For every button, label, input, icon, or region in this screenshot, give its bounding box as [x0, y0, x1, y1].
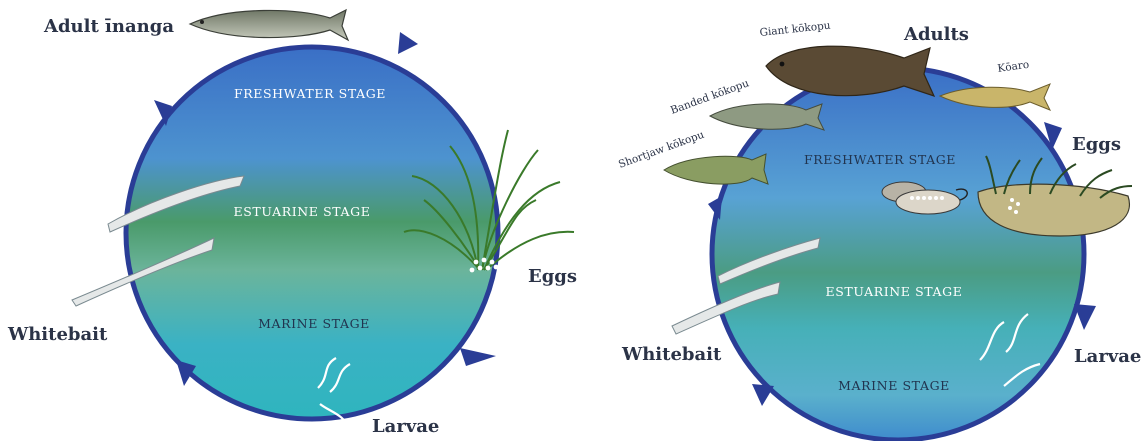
left-lifecycle: Adult īnanga FRESHWATER STAGE ESTUARINE … — [7, 10, 577, 437]
left-whitebait-label: Whitebait — [7, 324, 108, 345]
right-lifecycle: Adults Giant kōkopu Kōaro Banded kōkopu … — [617, 20, 1141, 440]
left-freshwater-stage-label: FRESHWATER STAGE — [234, 86, 386, 101]
giant-kokopu-label: Giant kōkopu — [759, 20, 831, 39]
left-arrow-top-right — [398, 32, 418, 54]
right-whitebait-label: Whitebait — [621, 344, 722, 365]
left-estuarine-stage-label: ESTUARINE STAGE — [234, 204, 371, 219]
right-eggs-label: Eggs — [1072, 134, 1121, 155]
left-larvae-label: Larvae — [372, 416, 439, 437]
adult-inanga-label: Adult īnanga — [43, 16, 174, 37]
right-larvae-label: Larvae — [1074, 346, 1141, 367]
left-marine-stage-label: MARINE STAGE — [258, 316, 370, 331]
adult-inanga-fish — [190, 10, 348, 40]
koaro-label: Kōaro — [997, 59, 1030, 75]
right-estuarine-stage-label: ESTUARINE STAGE — [826, 284, 963, 299]
right-arrow-right — [1074, 304, 1096, 330]
left-eggs-label: Eggs — [528, 266, 577, 287]
right-marine-stage-label: MARINE STAGE — [838, 378, 950, 393]
adults-label: Adults — [903, 24, 969, 45]
right-freshwater-stage-label: FRESHWATER STAGE — [804, 152, 956, 167]
right-arrow-bottom-left — [752, 384, 774, 406]
left-arrow-right — [460, 348, 496, 366]
